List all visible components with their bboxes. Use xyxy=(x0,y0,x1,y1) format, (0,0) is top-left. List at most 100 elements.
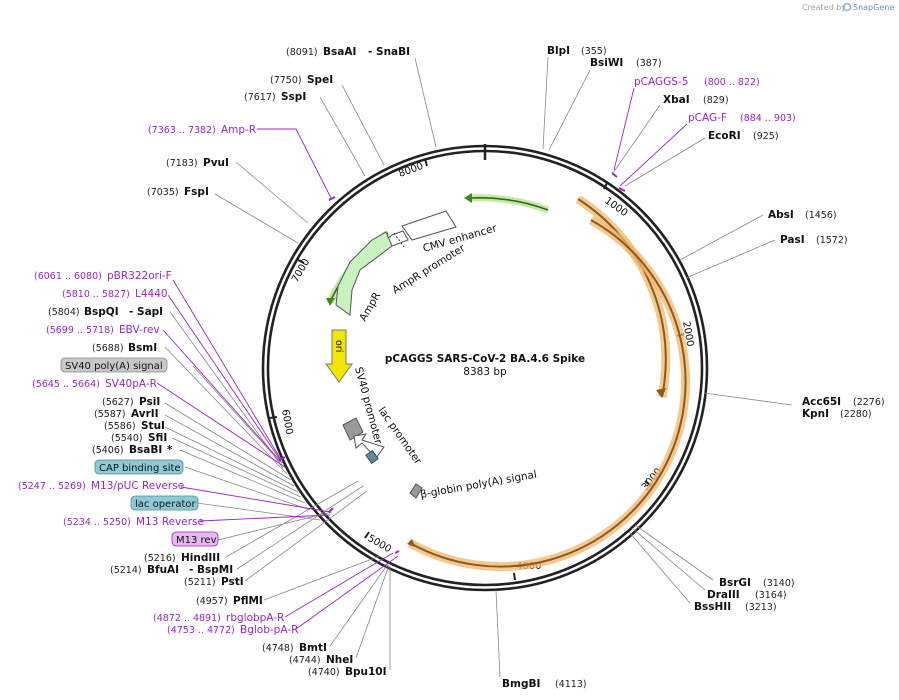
site-bsmi-pos: (5688) xyxy=(92,343,124,354)
site-spei-pos: (7750) xyxy=(270,75,302,86)
site-bsiwi-pos: (387) xyxy=(636,58,662,69)
site-psti-pos: (5211) xyxy=(184,577,216,588)
site-snabi[interactable]: - SnaBI xyxy=(368,46,410,58)
site-sapi[interactable]: - SapI xyxy=(129,306,163,318)
site-hindiii[interactable]: HindIII xyxy=(181,552,220,564)
plasmid-size: 8383 bp xyxy=(463,366,507,378)
site-pvui-pos: (7183) xyxy=(166,158,198,169)
site-avrii-pos: (5587) xyxy=(94,409,126,420)
site-acc65i[interactable]: Acc65I xyxy=(802,396,841,408)
badge-sv40-polya-label: SV40 poly(A) signal xyxy=(65,361,163,372)
site-bsiwi[interactable]: BsiWI xyxy=(590,57,623,69)
site-psii-pos: (5627) xyxy=(102,397,134,408)
site-sspi-pos: (7617) xyxy=(244,92,276,103)
badge-cap-binding-site-label: CAP binding site xyxy=(99,463,181,474)
site-bspmi[interactable]: - BspMI xyxy=(189,564,233,576)
site-psii[interactable]: PsiI xyxy=(139,396,160,408)
primer-m13rev[interactable]: M13 Reverse xyxy=(136,516,204,528)
primer-sv40par-range: (5645 .. 5664) xyxy=(32,379,100,390)
site-stui[interactable]: StuI xyxy=(141,420,165,432)
primer-m13rev-range: (5234 .. 5250) xyxy=(63,517,131,528)
primer-ampr[interactable]: Amp-R xyxy=(221,124,256,136)
badge-lac-operator[interactable] xyxy=(130,495,199,511)
site-pasi[interactable]: PasI xyxy=(780,234,805,246)
site-draiii[interactable]: DraIII xyxy=(707,589,740,601)
site-bmti-pos: (4748) xyxy=(262,643,294,654)
sv40-promoter-box xyxy=(342,417,364,441)
primer-pbr322ori[interactable]: pBR322ori-F xyxy=(107,270,172,282)
site-fspi[interactable]: FspI xyxy=(184,186,209,198)
site-bpu10i[interactable]: Bpu10I xyxy=(345,666,387,678)
primer-sv40par[interactable]: SV40pA-R xyxy=(105,378,157,390)
site-sspi[interactable]: SspI xyxy=(281,91,306,103)
site-bmti[interactable]: BmtI xyxy=(299,642,327,654)
site-pflmi-pos: (4957) xyxy=(196,596,228,607)
site-pflmi[interactable]: PflMI xyxy=(233,595,263,607)
tick-6000: 6000 xyxy=(279,409,294,436)
primer-l4440[interactable]: L4440 xyxy=(135,288,168,300)
site-bsrgi[interactable]: BsrGI xyxy=(719,577,751,589)
site-blpi-pos: (355) xyxy=(581,46,607,57)
badge-m13-rev-label: M13 rev xyxy=(176,535,217,546)
site-bmgbi-pos: (4113) xyxy=(555,679,587,690)
spike-arrowhead-1 xyxy=(656,388,666,398)
site-bfuai[interactable]: BfuAI xyxy=(147,564,179,576)
site-sfii[interactable]: SfiI xyxy=(148,432,167,444)
primer-bglobpar[interactable]: Bglob-pA-R xyxy=(240,624,298,636)
site-pasi-pos: (1572) xyxy=(816,235,848,246)
primer-ebvrev-range: (5699 .. 5718) xyxy=(46,325,114,336)
site-psti[interactable]: PstI xyxy=(221,576,244,588)
site-absi[interactable]: AbsI xyxy=(768,209,794,221)
site-nhei[interactable]: NheI xyxy=(326,654,353,666)
site-ecori[interactable]: EcoRI xyxy=(708,130,741,142)
site-kpni[interactable]: KpnI xyxy=(802,408,829,420)
site-kpni-pos: (2280) xyxy=(840,409,872,420)
cap-lac-box xyxy=(365,450,379,464)
site-bmgbi[interactable]: BmgBI xyxy=(502,678,540,690)
primer-pcaggs5-range: (800 .. 822) xyxy=(704,77,760,88)
primer-ampr-range: (7363 .. 7382) xyxy=(148,125,216,136)
ampr-boundary-dash xyxy=(393,232,405,248)
site-bsshii[interactable]: BssHII xyxy=(694,601,731,613)
ampr-arc-arrowhead xyxy=(326,298,335,306)
site-bfuai-pos: (5214) xyxy=(110,565,142,576)
primer-pcagf[interactable]: pCAG-F xyxy=(688,112,727,124)
primer-m13puc-range: (5247 .. 5269) xyxy=(18,481,86,492)
primer-rbglobpar[interactable]: rbglobpA-R xyxy=(226,612,284,624)
site-stui-pos: (5586) xyxy=(104,421,136,432)
snapgene-logo-icon xyxy=(842,2,852,12)
bglobin-polya-box xyxy=(409,483,423,499)
spike-arc-outer xyxy=(577,198,667,398)
site-leaders xyxy=(164,56,793,678)
spike-arrowhead-2 xyxy=(407,539,415,547)
site-xbai-pos: (829) xyxy=(703,95,729,106)
site-bsabi[interactable]: BsaBI xyxy=(129,444,162,456)
badge-sv40-polya[interactable] xyxy=(60,357,168,373)
primer-pbr322ori-range: (6061 .. 6080) xyxy=(34,271,102,282)
ampr-gene-arrow xyxy=(335,231,393,316)
site-xbai[interactable]: XbaI xyxy=(663,94,690,106)
site-bspqi-pos: (5804) xyxy=(48,307,80,318)
site-blpi[interactable]: BlpI xyxy=(547,45,570,57)
badge-cap-binding-site[interactable] xyxy=(94,459,184,475)
site-fspi-pos: (7035) xyxy=(147,187,179,198)
primer-m13puc[interactable]: M13/pUC Reverse xyxy=(91,480,184,492)
ori-arrow xyxy=(325,329,353,383)
ori-label: ori xyxy=(333,340,344,352)
cmv-enhancer-box xyxy=(401,210,457,241)
watermark-brand: SnapGene xyxy=(853,3,894,12)
site-bsaai[interactable]: BsaAI xyxy=(323,46,356,58)
primer-leaders xyxy=(156,87,688,630)
site-spei[interactable]: SpeI xyxy=(307,74,333,86)
badge-lac-operator-label: lac operator xyxy=(135,499,196,510)
primer-pcaggs5[interactable]: pCAGGS-5 xyxy=(634,76,688,88)
site-bspqi[interactable]: BspQI xyxy=(84,306,119,318)
site-pvui[interactable]: PvuI xyxy=(203,157,229,169)
site-bsmi[interactable]: BsmI xyxy=(128,342,157,354)
green-feature-top xyxy=(469,197,549,211)
site-avrii[interactable]: AvrII xyxy=(131,408,159,420)
badge-m13-rev[interactable] xyxy=(171,531,219,547)
primer-ebvrev[interactable]: EBV-rev xyxy=(119,324,160,336)
site-hindiii-pos: (5216) xyxy=(144,553,176,564)
